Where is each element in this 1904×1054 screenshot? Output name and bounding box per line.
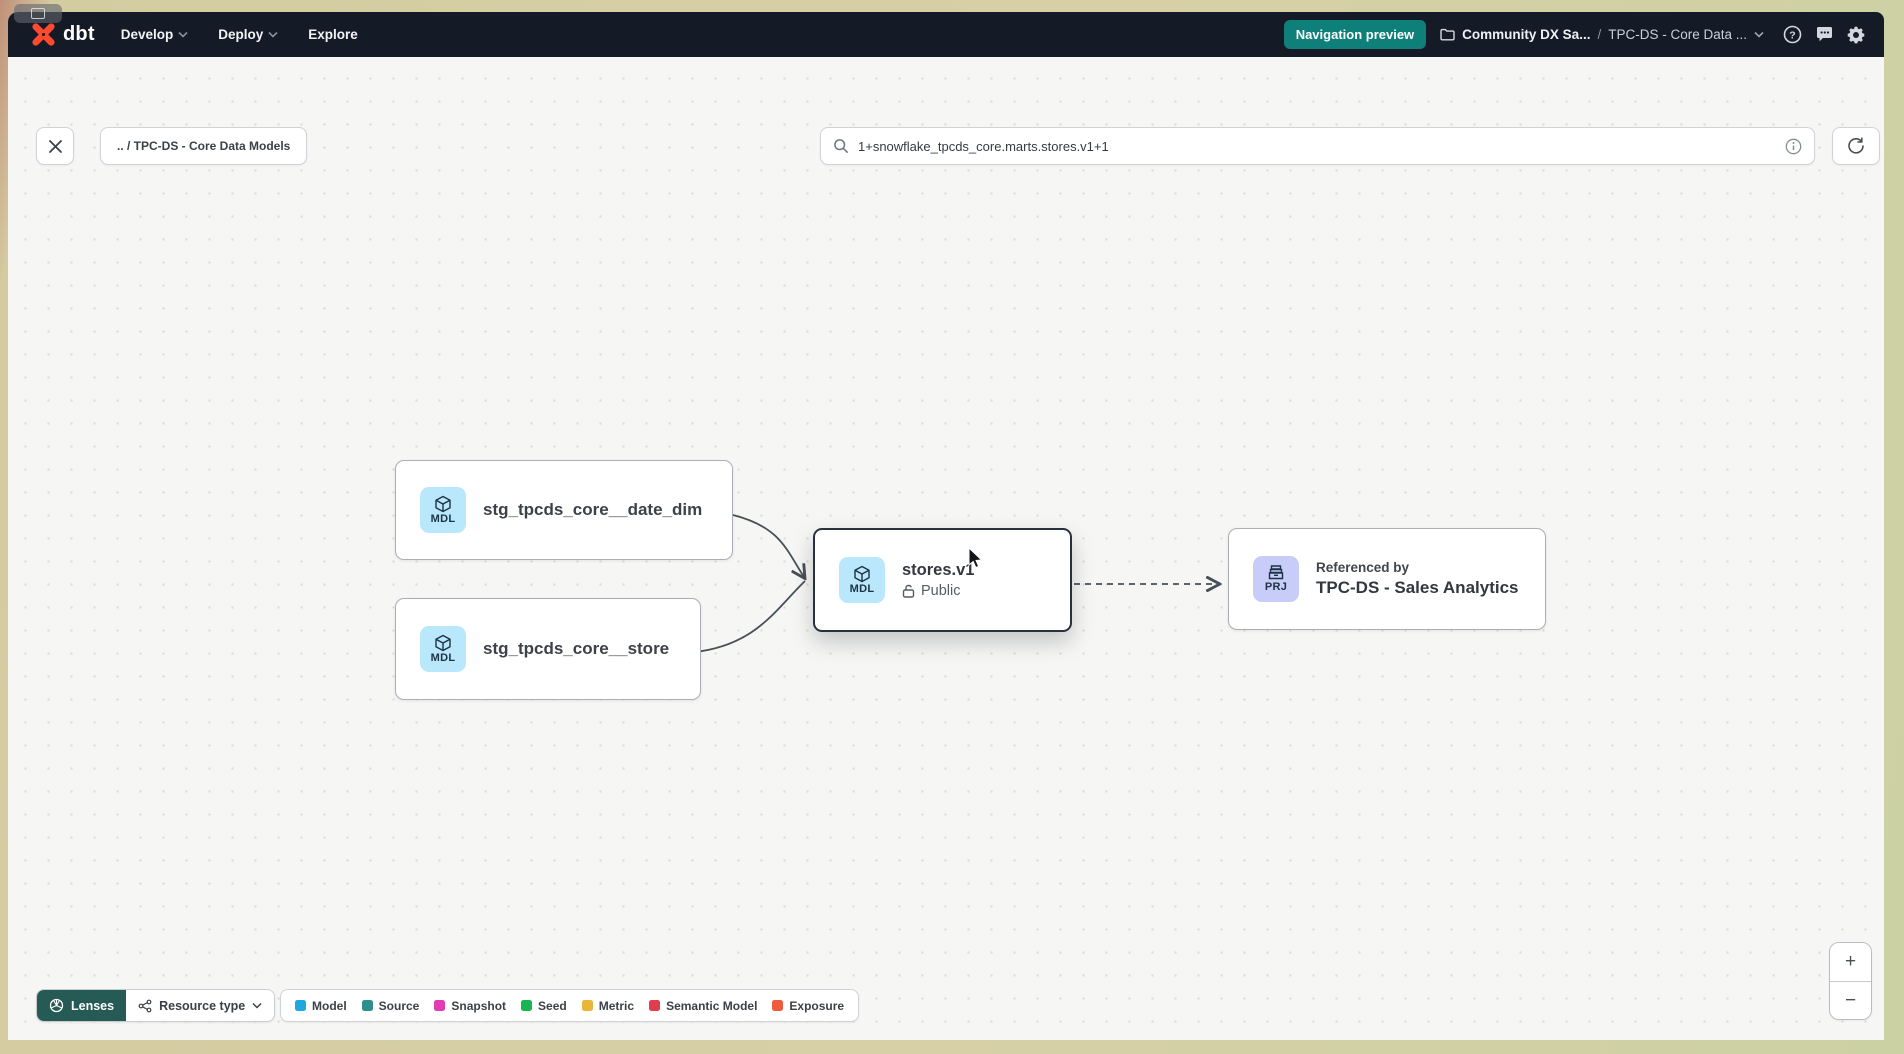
project-badge: PRJ: [1253, 556, 1299, 602]
dbt-logo-text: dbt: [63, 23, 95, 45]
legend-item-metric: Metric: [581, 999, 634, 1013]
chevron-down-icon: [268, 31, 278, 38]
cube-icon: [854, 565, 870, 582]
refresh-icon: [1848, 137, 1864, 154]
node-subtitle: Referenced by: [1316, 560, 1410, 575]
feedback-chat-icon[interactable]: [1814, 25, 1834, 45]
legend-chip: [581, 1000, 593, 1011]
node-title: TPC-DS - Sales Analytics: [1316, 578, 1519, 597]
breadcrumb[interactable]: Community DX Sa... / TPC-DS - Core Data …: [1440, 27, 1764, 42]
nav-item-develop[interactable]: Develop: [121, 27, 189, 42]
legend-chip: [361, 1000, 373, 1011]
breadcrumb-separator: /: [1597, 27, 1602, 42]
chevron-down-icon: [252, 1002, 262, 1009]
breadcrumb-project: Community DX Sa...: [1462, 27, 1591, 42]
lineage-path-chip[interactable]: .. / TPC-DS - Core Data Models: [100, 127, 308, 165]
screen-share-pill: [14, 4, 62, 23]
node-stg-tpcds-core-date-dim[interactable]: MDL stg_tpcds_core__date_dim: [395, 460, 733, 560]
refresh-lineage-button[interactable]: [1832, 127, 1880, 165]
dbt-logo[interactable]: dbt: [30, 21, 95, 48]
help-icon[interactable]: ?: [1782, 25, 1802, 45]
nav-menu: Develop Deploy Explore: [121, 27, 358, 42]
info-icon[interactable]: [1785, 138, 1802, 155]
model-badge: MDL: [420, 626, 466, 672]
resource-type-dropdown[interactable]: Resource type: [126, 990, 275, 1021]
cube-icon: [435, 495, 451, 512]
legend-item-semantic-model: Semantic Model: [649, 999, 757, 1013]
zoom-in-button[interactable]: +: [1830, 943, 1871, 981]
resource-type-legend: Model Source Snapshot Seed Metric Semant…: [280, 989, 860, 1022]
legend-item-snapshot: Snapshot: [434, 999, 506, 1013]
node-access: Public: [902, 583, 974, 599]
dbt-logo-icon: [32, 23, 55, 46]
node-stg-tpcds-core-store[interactable]: MDL stg_tpcds_core__store: [395, 598, 701, 700]
lenses-button[interactable]: Lenses: [37, 990, 127, 1021]
legend-chip: [434, 1000, 446, 1011]
resource-type-icon: [138, 999, 152, 1012]
node-label: stg_tpcds_core__store: [483, 639, 670, 658]
legend-item-source: Source: [361, 999, 419, 1013]
node-label: stg_tpcds_core__date_dim: [483, 500, 703, 519]
top-navbar: dbt Develop Deploy Explore Navigation pr…: [8, 12, 1884, 57]
app-window: dbt Develop Deploy Explore Navigation pr…: [8, 12, 1884, 1040]
navbar-icon-group: ?: [1782, 25, 1866, 45]
node-stores-v1[interactable]: MDL stores.v1 Public: [813, 528, 1072, 632]
lineage-canvas[interactable]: .. / TPC-DS - Core Data Models 1+snowfla…: [8, 57, 1884, 1040]
cube-icon: [435, 634, 451, 651]
legend-item-exposure: Exposure: [772, 999, 844, 1013]
project-archive-icon: [1268, 565, 1284, 580]
model-badge: MDL: [420, 487, 466, 533]
legend-chip: [521, 1000, 533, 1011]
zoom-out-button[interactable]: −: [1830, 981, 1871, 1019]
zoom-controls: + −: [1829, 942, 1872, 1020]
chevron-down-icon: [1754, 31, 1764, 38]
navigation-preview-badge[interactable]: Navigation preview: [1283, 20, 1427, 49]
legend-chip: [649, 1000, 661, 1011]
navbar-right: Navigation preview Community DX Sa... / …: [1283, 20, 1866, 49]
lenses-icon: [49, 998, 64, 1013]
svg-text:?: ?: [1789, 29, 1795, 41]
close-lineage-button[interactable]: [36, 127, 74, 165]
search-input[interactable]: 1+snowflake_tpcds_core.marts.stores.v1+1: [858, 138, 1109, 154]
breadcrumb-environment: TPC-DS - Core Data ...: [1608, 27, 1747, 42]
node-title: stores.v1: [902, 561, 975, 579]
search-icon: [834, 139, 848, 153]
model-badge: MDL: [839, 557, 885, 603]
chevron-down-icon: [178, 31, 188, 38]
lineage-search[interactable]: 1+snowflake_tpcds_core.marts.stores.v1+1: [820, 127, 1815, 165]
legend-item-seed: Seed: [521, 999, 567, 1013]
unlock-icon: [902, 584, 915, 598]
node-referenced-by-sales-analytics[interactable]: PRJ Referenced by TPC-DS - Sales Analyti…: [1228, 528, 1546, 630]
nav-item-explore[interactable]: Explore: [308, 27, 358, 42]
legend-item-model: Model: [295, 999, 347, 1013]
settings-gear-icon[interactable]: [1846, 25, 1866, 45]
legend-chip: [295, 1000, 306, 1011]
lens-controls: Lenses Resource type: [36, 989, 276, 1022]
nav-item-deploy[interactable]: Deploy: [218, 27, 278, 42]
close-icon: [48, 139, 62, 153]
legend-chip: [772, 1000, 784, 1011]
folder-icon: [1440, 28, 1455, 41]
